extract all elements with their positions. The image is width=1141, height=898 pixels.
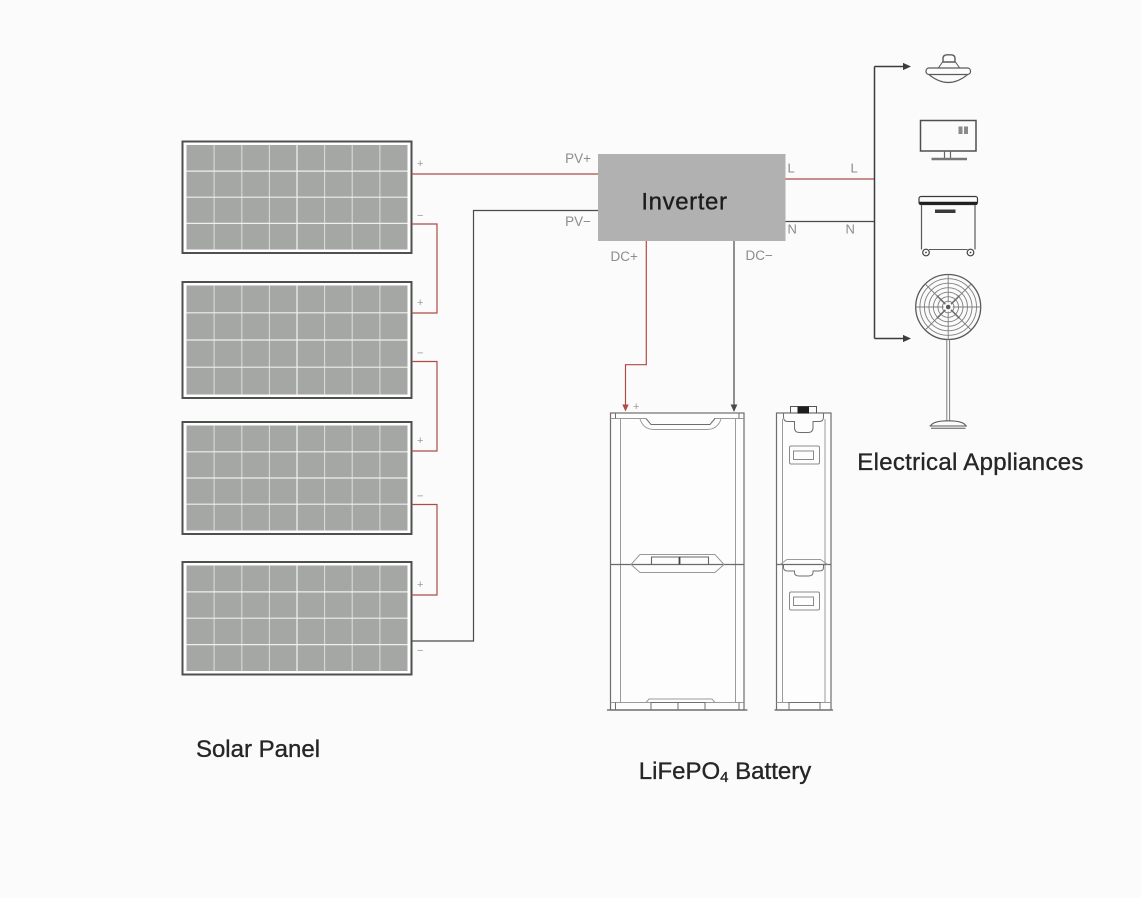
svg-text:N: N — [846, 222, 855, 237]
svg-text:+: + — [417, 579, 423, 591]
svg-text:LiFePO4 Battery: LiFePO4 Battery — [639, 758, 811, 786]
svg-text:L: L — [851, 161, 858, 176]
svg-text:+: + — [417, 435, 423, 447]
svg-text:Electrical Appliances: Electrical Appliances — [857, 449, 1083, 476]
svg-text:N: N — [788, 222, 797, 237]
svg-text:PV+: PV+ — [565, 151, 591, 166]
svg-text:−: − — [417, 645, 423, 657]
svg-text:+: + — [417, 297, 423, 309]
svg-text:−: − — [417, 348, 423, 360]
svg-text:DC−: DC− — [746, 248, 773, 263]
svg-text:+: + — [417, 158, 423, 170]
svg-text:Inverter: Inverter — [641, 189, 727, 216]
svg-text:DC+: DC+ — [611, 249, 638, 264]
svg-text:PV−: PV− — [565, 214, 591, 229]
svg-text:+: + — [633, 401, 639, 413]
svg-text:Solar Panel: Solar Panel — [196, 736, 320, 763]
svg-text:L: L — [788, 161, 795, 176]
svg-text:−: − — [417, 491, 423, 503]
svg-text:−: − — [417, 210, 423, 222]
